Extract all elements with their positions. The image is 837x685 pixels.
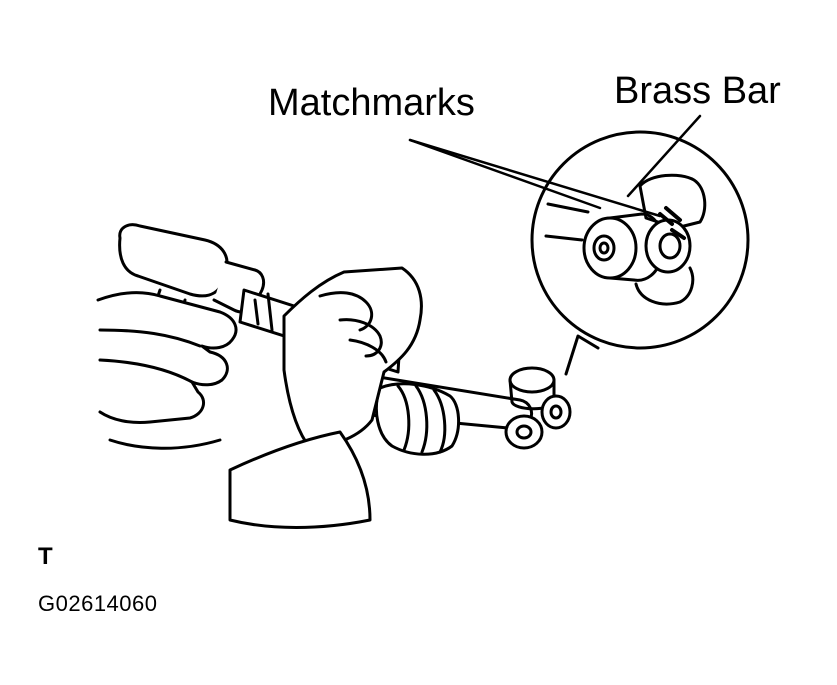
matchmarks-label: Matchmarks bbox=[268, 82, 475, 124]
right-hand bbox=[228, 266, 423, 529]
leader-lines bbox=[408, 114, 702, 218]
sleeve bbox=[228, 430, 372, 529]
detail-callout bbox=[530, 130, 750, 376]
tripod-joint bbox=[504, 366, 572, 450]
matchmarks-leader-1 bbox=[408, 138, 602, 210]
view-code-label: T bbox=[38, 543, 53, 570]
figure-code-label: G02614060 bbox=[38, 591, 158, 616]
left-hand bbox=[96, 291, 238, 450]
matchmarks-leader-2 bbox=[408, 138, 662, 218]
brass-bar-leader bbox=[626, 114, 702, 198]
hammer-head bbox=[118, 223, 229, 298]
brass-bar-label: Brass Bar bbox=[614, 70, 781, 112]
boot bbox=[374, 382, 460, 456]
cloth bbox=[282, 266, 423, 450]
